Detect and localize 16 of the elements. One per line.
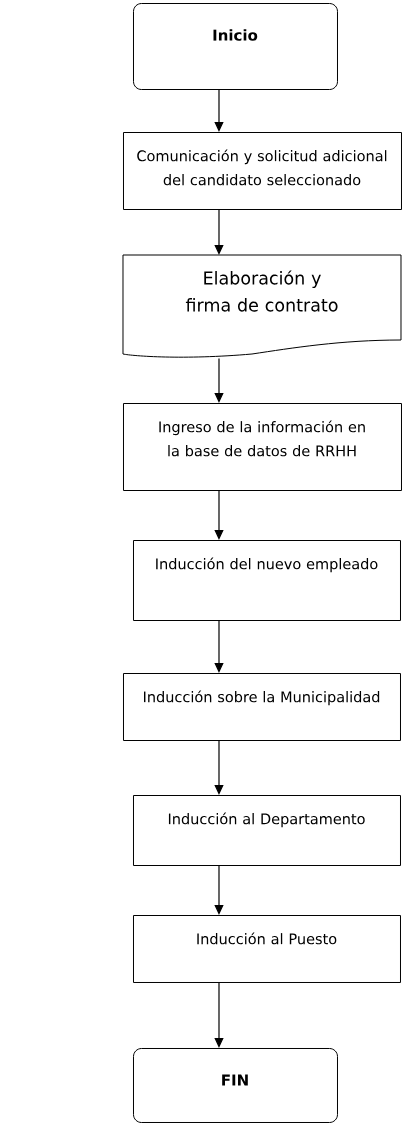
arrow xyxy=(214,490,224,540)
process-box: Inducción al Puesto xyxy=(133,915,401,983)
process-box: Ingreso de la información en la base de datos de RRHH xyxy=(123,403,402,491)
process-box: Inducción sobre la Municipalidad xyxy=(123,673,401,741)
arrow xyxy=(214,865,224,915)
arrow xyxy=(214,209,224,255)
arrow xyxy=(214,740,224,795)
terminal-box: FIN xyxy=(133,1048,338,1123)
arrow xyxy=(214,982,224,1048)
arrow xyxy=(214,620,224,673)
process-box: Inducción al Departamento xyxy=(133,795,401,866)
process-box: Comunicación y solicitud adicional del candidato seleccionado xyxy=(123,132,402,210)
terminal-box: Inicio xyxy=(133,3,338,90)
arrow xyxy=(214,357,224,403)
process-box: Inducción del nuevo empleado xyxy=(133,540,401,621)
arrow xyxy=(214,89,224,132)
